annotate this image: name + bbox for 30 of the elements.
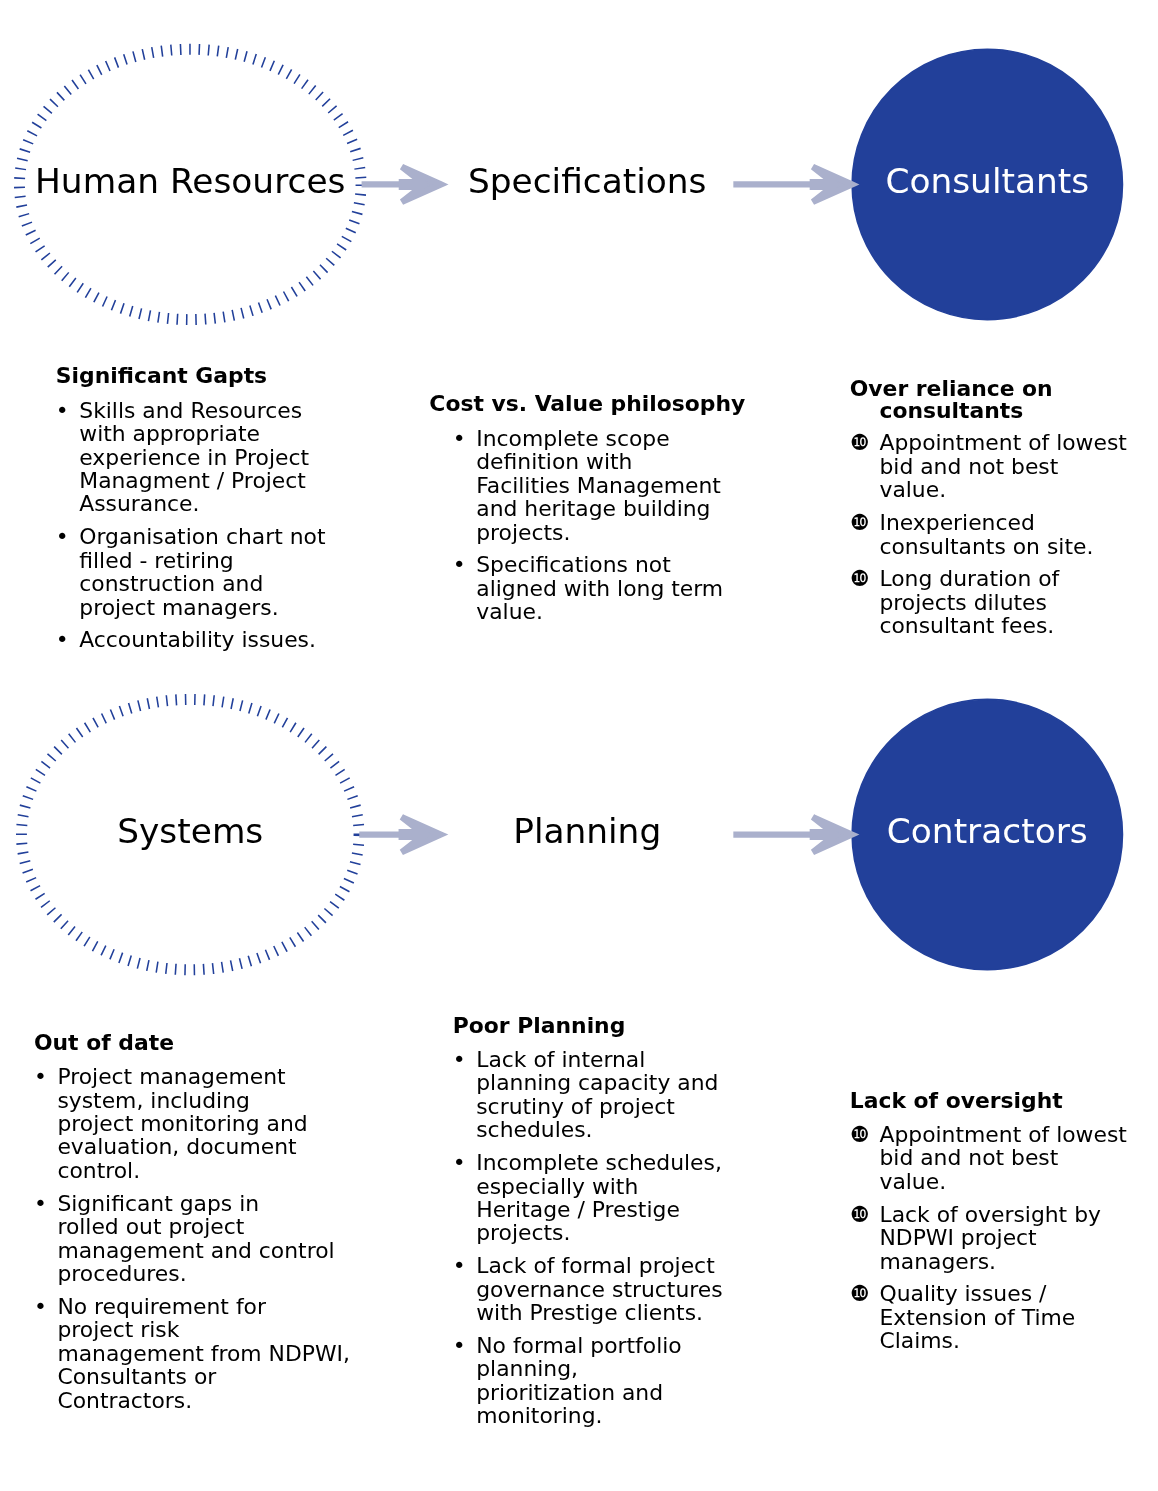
node-label: Out of date xyxy=(33,1029,174,1055)
node-label: ❿ Appointment of lowest bid and not best value. xyxy=(849,1121,1127,1194)
node-label: • Organisation chart not filled - retiring construction and project managers. xyxy=(55,524,326,620)
node-label: • Accountability issues. xyxy=(55,627,316,653)
node-label: • Project management system, including project monitoring and evaluation, document control. xyxy=(33,1064,308,1183)
node-label: Poor Planning xyxy=(452,1012,626,1038)
node-label: ❿ Quality issues / Extension of Time Claims. xyxy=(849,1281,1076,1354)
node-label: Significant Gapts xyxy=(55,363,268,389)
node-label: ❿ Long duration of projects dilutes consultant fees. xyxy=(849,566,1060,639)
node-label: ❿ Appointment of lowest bid and not best value. xyxy=(849,430,1127,503)
node-label: Lack of oversight xyxy=(849,1087,1063,1113)
node-circle: Contractors xyxy=(851,698,1124,971)
node-label: • Significant gaps in rolled out project management and control procedures. xyxy=(33,1190,335,1287)
node-label: • Lack of internal planning capacity and scrutiny of project schedules. xyxy=(452,1046,719,1143)
node-label: • No requirement for project risk management from NDPWI, Consultants or Contractors. xyxy=(33,1293,350,1413)
node-ellipse: Systems xyxy=(16,693,365,976)
node-label: ❿ Lack of oversight by NDPWI project managers. xyxy=(849,1201,1101,1274)
node-text: Planning xyxy=(513,811,662,852)
node-label: • Skills and Resources with appropriate experience in Project Managment / Project Assurance. xyxy=(55,397,310,517)
node-ellipse: Human Resources xyxy=(14,43,367,326)
node-label: Over reliance on consultants xyxy=(849,375,1053,423)
node-label: • Incomplete schedules, especially with Heritage / Prestige projects. xyxy=(452,1150,722,1246)
node-label: • Specifications not aligned with long term value. xyxy=(452,552,724,625)
node-label: • No formal portfolio planning, prioritization and monitoring. xyxy=(452,1332,682,1429)
node-text: Specifications xyxy=(467,161,707,202)
node-label: Cost vs. Value philosophy xyxy=(429,391,746,417)
node-circle: Consultants xyxy=(851,48,1124,321)
node-label: • Incomplete scope definition with Facilities Management and heritage building projects. xyxy=(452,425,721,545)
node-label: • Lack of formal project governance structures with Prestige clients. xyxy=(452,1253,723,1326)
node-label: ❿ Inexperienced consultants on site. xyxy=(849,510,1094,559)
